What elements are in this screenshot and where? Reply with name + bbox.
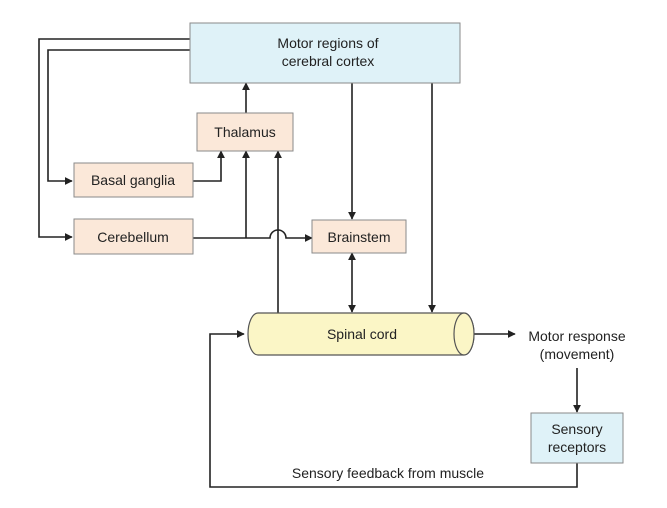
cerebellum-rect [73,218,194,255]
motor-response-line1: Motor response [528,328,625,344]
motor-cortex-label-line2: cerebral cortex [282,53,375,69]
basal-ganglia-rect [73,162,194,198]
sensory-feedback-arrow [209,330,578,488]
spinal-cord-label: Spinal cord [327,326,397,342]
brainstem-box: Brainstem [311,219,407,254]
motor-response-text: Motor response (movement) [528,328,625,362]
spinal-cord-end [453,312,475,356]
sensory-receptors-line1: Sensory [551,421,602,437]
cortex-to-basal-ganglia-arrow [47,49,190,185]
cerebellum-box: Cerebellum [73,218,194,255]
brainstem-rect [311,219,407,254]
basal-ganglia-label: Basal ganglia [91,172,175,188]
sensory-feedback-label: Sensory feedback from muscle [292,465,484,481]
thalamus-label: Thalamus [214,124,275,140]
sensory-receptors-line2: receptors [548,439,606,455]
motor-cortex-label-line1: Motor regions of [277,35,378,51]
basal-ganglia-to-thalamus-arrow [193,150,225,182]
sensory-receptors-rect [530,412,624,464]
thalamus-rect [196,112,294,152]
motor-cortex-rect [189,22,461,84]
cortex-to-cerebellum-arrow [38,38,190,241]
brainstem-label: Brainstem [327,229,390,245]
cerebellum-to-brainstem-arrow [193,229,313,242]
motor-cortex-box: Motor regions of cerebral cortex [189,22,461,84]
cerebellum-label: Cerebellum [97,229,169,245]
sensory-receptors-box: Sensory receptors [530,412,624,464]
spinal-cord-cylinder: Spinal cord [247,312,475,356]
motor-response-line2: (movement) [540,346,615,362]
thalamus-box: Thalamus [196,112,294,152]
basal-ganglia-box: Basal ganglia [73,162,194,198]
